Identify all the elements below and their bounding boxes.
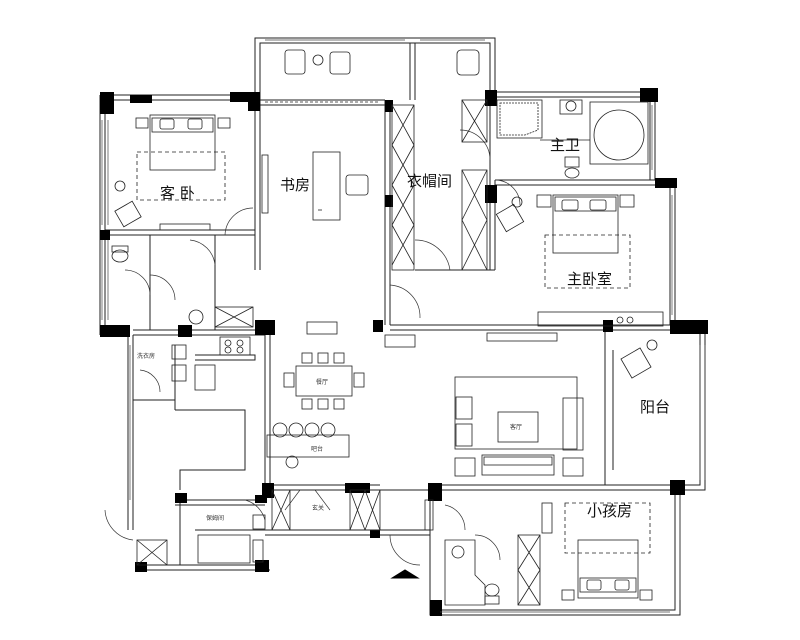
label-balcony: 阳台 <box>640 398 670 416</box>
bathtub-icon <box>496 99 649 165</box>
label-kids-room: 小孩房 <box>587 502 632 520</box>
label-living: 客厅 <box>510 423 522 431</box>
label-master-bath: 主卫 <box>550 136 580 154</box>
label-service-room: 保姆间 <box>206 514 224 522</box>
interior-walls <box>105 43 675 565</box>
master-bed-icon <box>536 194 635 289</box>
label-dining: 餐厅 <box>316 378 328 386</box>
chair-icon <box>114 180 142 228</box>
doors <box>104 129 521 566</box>
toilet-icon <box>564 156 580 179</box>
toilet-icon <box>111 245 129 263</box>
sink-icon <box>171 344 216 391</box>
sink-icon <box>559 99 583 115</box>
label-study: 书房 <box>280 176 310 194</box>
label-cloakroom: 衣帽间 <box>407 172 452 190</box>
label-bar: 吧台 <box>311 445 323 453</box>
bar-counter-icon <box>266 422 350 469</box>
room-labels: 客 卧 书房 衣帽间 主卫 主卧室 阳台 小孩房 洗衣房 餐厅 吧台 客厅 保姆… <box>137 136 670 522</box>
guest-bed-icon <box>135 114 231 201</box>
desk-icon <box>312 151 369 221</box>
label-master-bedroom: 主卧室 <box>567 270 612 288</box>
chair-icon <box>495 196 525 233</box>
chair-icon <box>620 339 658 379</box>
windows <box>101 39 706 613</box>
wall-columns <box>100 88 708 616</box>
chair-icon <box>456 49 480 76</box>
furniture <box>111 49 664 606</box>
dining-table-icon <box>283 352 365 410</box>
stove-icon <box>219 336 251 356</box>
wardrobe-icon <box>391 99 488 271</box>
chair-icon <box>284 49 351 75</box>
label-laundry: 洗衣房 <box>137 352 155 360</box>
entrance-arrow-icon <box>390 569 420 579</box>
sofa-icon <box>454 376 584 477</box>
kids-bed-icon <box>561 502 653 601</box>
label-guest-bedroom: 客 卧 <box>160 184 195 202</box>
toilet-icon <box>484 583 500 605</box>
label-foyer: 玄关 <box>312 504 324 512</box>
